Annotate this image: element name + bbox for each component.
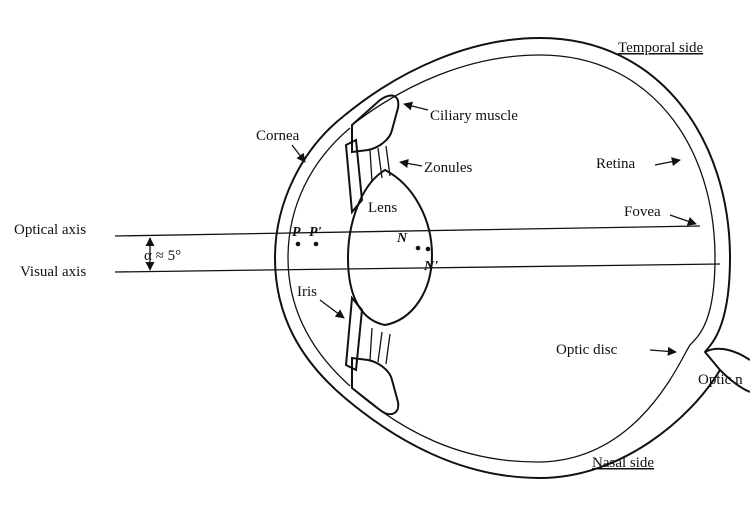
visual-axis-line (114, 263, 721, 273)
ciliary-body-upper (351, 94, 400, 154)
optic-disc-arrow (649, 346, 677, 356)
label-point-p: P (292, 225, 301, 240)
iris-arrow (319, 299, 345, 319)
label-fovea: Fovea (624, 204, 661, 220)
optic-nerve (704, 347, 750, 393)
iris-upper (344, 138, 364, 215)
retina-arrow (654, 157, 681, 167)
label-optic-nerve: Optic n (698, 372, 743, 388)
label-lens: Lens (368, 200, 397, 216)
label-optic-disc: Optic disc (556, 342, 618, 358)
point-n-dot (415, 245, 421, 251)
ciliary-body-lower (351, 356, 400, 416)
label-retina: Retina (596, 156, 635, 172)
point-p-dot (295, 241, 301, 247)
retina-wall (351, 54, 716, 463)
cornea (273, 114, 346, 399)
label-temporal-side: Temporal side (618, 40, 704, 56)
zonules-arrow (399, 158, 423, 168)
cornea-inner (287, 127, 351, 387)
label-ciliary-muscle: Ciliary muscle (430, 108, 518, 124)
point-p-prime-dot (313, 241, 319, 247)
label-nasal-side: Nasal side (592, 455, 654, 471)
lens (346, 168, 434, 327)
optical-axis-line (114, 225, 701, 237)
zonules-upper (369, 145, 391, 183)
ciliary-muscle-arrow (403, 101, 429, 111)
point-n-prime-dot (425, 246, 431, 252)
label-cornea: Cornea (256, 128, 300, 144)
sclera-outer (344, 36, 732, 480)
label-point-n: N (396, 231, 408, 246)
cornea-arrow (291, 144, 306, 163)
zonules-lower (369, 327, 391, 365)
label-point-p-prime: P' (309, 225, 322, 240)
label-angle: α ≈ 5° (144, 248, 181, 264)
label-zonules: Zonules (424, 160, 472, 176)
label-iris: Iris (297, 284, 317, 300)
label-point-n-prime: N' (423, 259, 438, 274)
label-optical-axis: Optical axis (14, 222, 86, 238)
fovea-arrow (669, 214, 697, 226)
label-visual-axis: Visual axis (20, 264, 86, 280)
